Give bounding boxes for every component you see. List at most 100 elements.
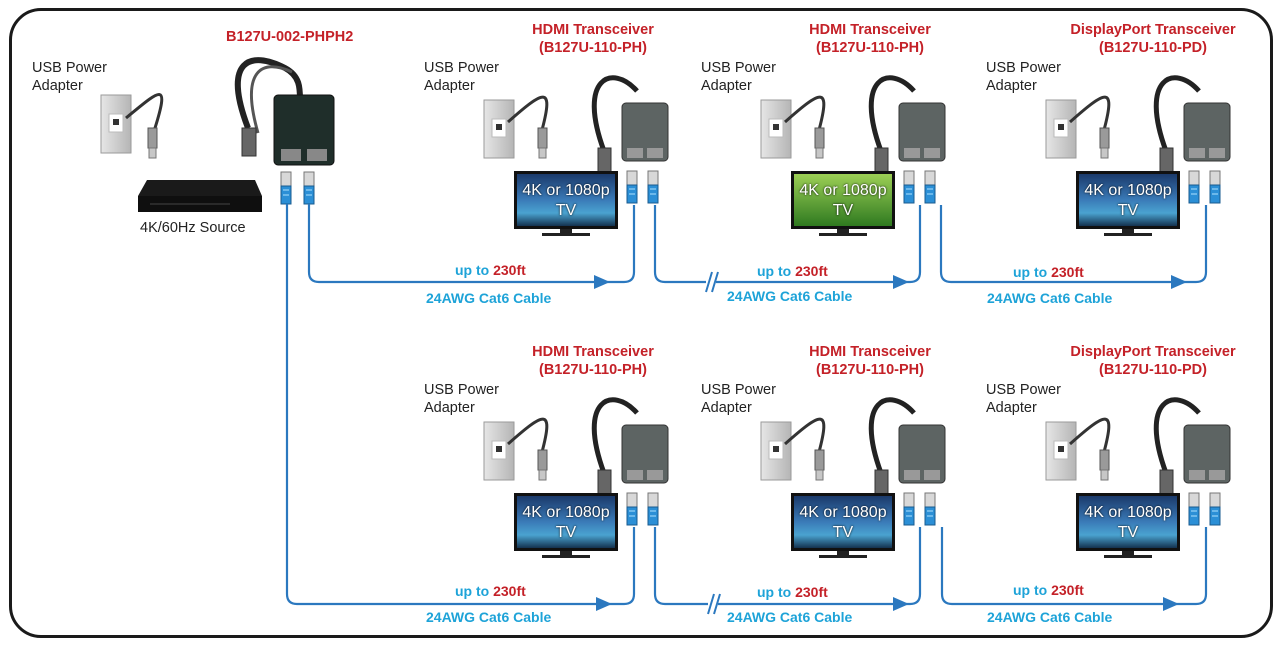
distance-label: up to 230ft [1013,264,1084,280]
wall-outlet [483,421,515,481]
rj45-plug [924,492,936,526]
tv-stand-base [542,555,590,558]
rj45-port [924,470,940,480]
tv-label-line2: TV [1117,202,1139,219]
usb-power-cord [784,95,826,131]
source-wall-outlet [100,94,132,154]
hdmi-cable [591,397,639,474]
unit-title: HDMI Transceiver [809,344,931,360]
hdmi-plug [1159,469,1174,497]
cable-label: 24AWG Cat6 Cable [426,609,552,625]
hdmi-plug [874,147,889,175]
transceiver-box [1183,102,1231,162]
hdmi-cable [868,397,916,474]
diagram-frame [9,8,1273,638]
transceiver-box [621,102,669,162]
usb-power-cord [1069,95,1111,131]
rj45-port [1189,148,1205,158]
tv-label-line1: 4K or 1080p [799,182,887,199]
rj45-plug [903,492,915,526]
rj45-plug [924,170,936,204]
source-rj45-plug-2 [303,171,315,205]
distance-label: up to 230ft [757,263,828,279]
transceiver-box [898,424,946,484]
source-transmitter-unit [234,57,335,166]
hdmi-plug [1159,147,1174,175]
unit-title: HDMI Transceiver [532,344,654,360]
tv-label-line2: TV [555,202,577,219]
rj45-port [647,148,663,158]
distance-prefix: up to [757,263,792,279]
distance-label: up to 230ft [455,583,526,599]
rj45-port [647,470,663,480]
rj45-port [1209,470,1225,480]
transceiver-box [898,102,946,162]
usb-plug [814,449,825,481]
unit-title: HDMI Transceiver [809,22,931,38]
unit-adapter-label-line2: Adapter [986,78,1037,94]
unit-title: DisplayPort Transceiver [1070,344,1236,360]
unit-model: (B127U-110-PH) [816,362,924,378]
tv-stand-base [819,555,867,558]
unit-adapter-label-line2: Adapter [701,400,752,416]
source-usb-plug [147,127,158,159]
hdmi-cable [1153,397,1201,474]
rj45-port [904,470,920,480]
hdmi-plug [874,469,889,497]
tv-stand-neck [1122,551,1134,555]
distance-label: up to 230ft [757,584,828,600]
unit-adapter-label-line2: Adapter [424,400,475,416]
rj45-plug [1209,170,1221,204]
rj45-plug [626,170,638,204]
source-device-label: 4K/60Hz Source [140,220,246,236]
unit-title: DisplayPort Transceiver [1070,22,1236,38]
transceiver-box [621,424,669,484]
source-model-label: B127U-002-PHPH2 [226,29,354,45]
tv-screen [1079,496,1177,548]
usb-plug [814,127,825,159]
rj45-plug [1209,492,1221,526]
distance-label: up to 230ft [1013,582,1084,598]
distance-prefix: up to [455,262,490,278]
cable-label: 24AWG Cat6 Cable [987,290,1113,306]
rj45-port [627,148,643,158]
tv-label-line1: 4K or 1080p [799,504,887,521]
unit-adapter-label-line2: Adapter [701,78,752,94]
usb-power-cord [1069,417,1111,453]
distance-value: 230ft [1051,582,1084,598]
tv-screen [517,496,615,548]
source-adapter-label-line1: USB Power [32,60,107,76]
tv-stand-neck [560,229,572,233]
usb-plug [537,449,548,481]
unit-adapter-label-line1: USB Power [986,60,1061,76]
usb-plug [537,127,548,159]
rj45-plug [1188,170,1200,204]
distance-prefix: up to [1013,582,1048,598]
wall-outlet [1045,421,1077,481]
unit-adapter-label-line1: USB Power [424,60,499,76]
tv-label-line2: TV [555,524,577,541]
tv-stand-neck [1122,229,1134,233]
distance-prefix: up to [1013,264,1048,280]
unit-model: (B127U-110-PH) [539,362,647,378]
tv-label-line2: TV [832,202,854,219]
unit-adapter-label-line1: USB Power [701,60,776,76]
transceiver-box [1183,424,1231,484]
cable-arrows [594,275,1187,611]
wall-outlet [483,99,515,159]
unit-adapter-label-line1: USB Power [701,382,776,398]
usb-plug [1099,449,1110,481]
distance-prefix: up to [757,584,792,600]
distance-prefix: up to [455,583,490,599]
tv-stand-base [819,233,867,236]
tv-label-line1: 4K or 1080p [1084,182,1172,199]
rj45-plug [647,170,659,204]
unit-model: (B127U-110-PH) [539,40,647,56]
distance-value: 230ft [795,263,828,279]
source-adapter-label-line2: Adapter [32,78,83,94]
tv-stand-neck [560,551,572,555]
cable-label: 24AWG Cat6 Cable [987,609,1113,625]
unit-adapter-label-line1: USB Power [986,382,1061,398]
